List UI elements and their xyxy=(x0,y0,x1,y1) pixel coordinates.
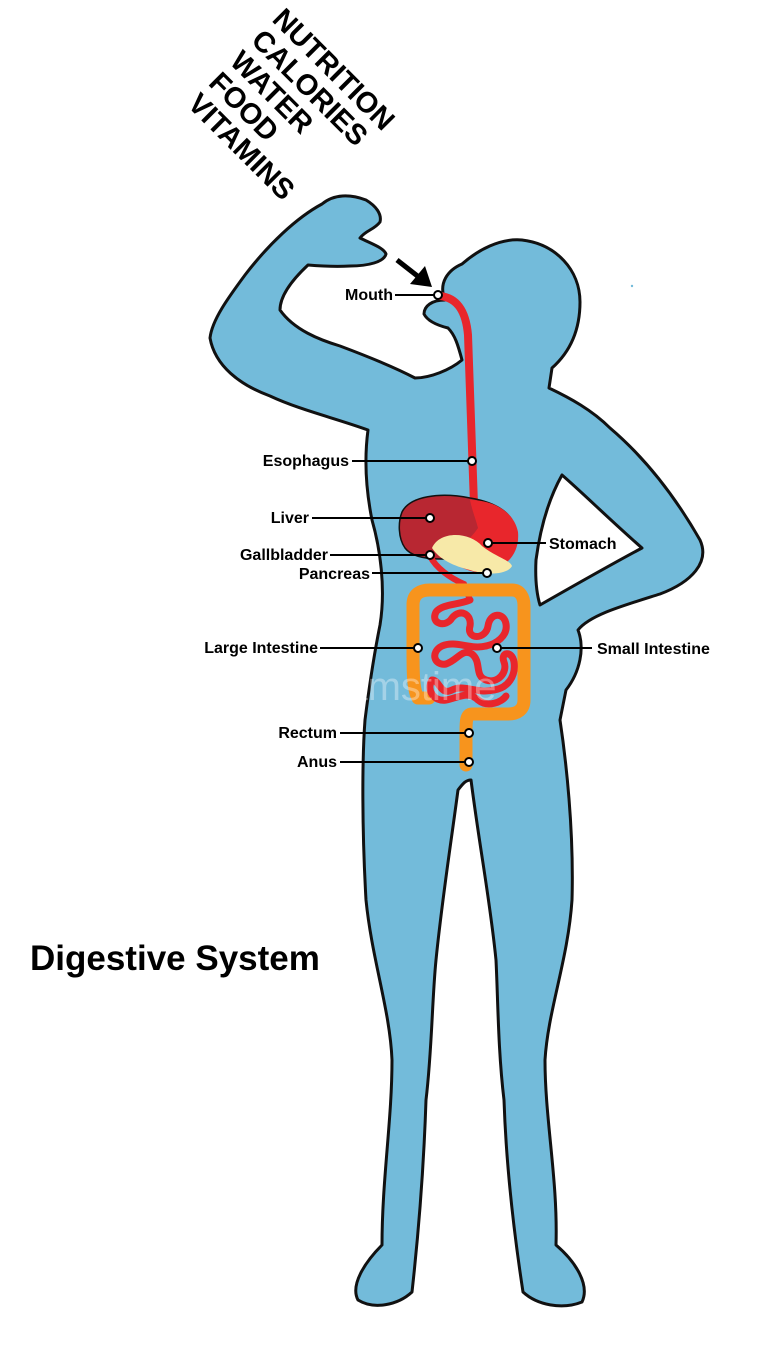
stray-dot xyxy=(630,284,634,288)
large-intestine xyxy=(406,583,531,772)
dot-small-intestine xyxy=(492,643,502,653)
dot-stomach xyxy=(483,538,493,548)
intake-words: NUTRITION CALORIES WATER FOOD VITAMINS xyxy=(181,3,400,207)
leader-lines xyxy=(312,294,592,763)
label-liver: Liver xyxy=(271,510,309,527)
dot-mouth xyxy=(433,290,443,300)
label-rectum: Rectum xyxy=(278,725,337,742)
organ-labels: Mouth Esophagus Liver Gallbladder Pancre… xyxy=(204,287,710,771)
diagram-title: Digestive System xyxy=(30,939,320,978)
pointer-dots xyxy=(413,290,502,767)
label-anus: Anus xyxy=(297,754,337,771)
body-silhouette xyxy=(208,194,705,1308)
dot-large-intestine xyxy=(413,643,423,653)
small-intestine xyxy=(426,596,518,708)
esophagus xyxy=(436,292,478,509)
label-pancreas: Pancreas xyxy=(299,566,370,583)
dot-esophagus xyxy=(467,456,477,466)
label-large-intestine: Large Intestine xyxy=(204,640,318,657)
dot-anus xyxy=(464,757,474,767)
gallbladder xyxy=(432,535,512,574)
label-mouth: Mouth xyxy=(345,287,393,304)
label-small-intestine: Small Intestine xyxy=(597,641,710,658)
dot-liver xyxy=(425,513,435,523)
dot-pancreas xyxy=(482,568,492,578)
dot-gallbladder xyxy=(425,550,435,560)
watermark: dreamstime xyxy=(288,665,497,709)
label-esophagus: Esophagus xyxy=(263,453,349,470)
arrow-into-mouth xyxy=(395,258,432,287)
label-gallbladder: Gallbladder xyxy=(240,547,328,564)
dot-rectum xyxy=(464,728,474,738)
label-stomach: Stomach xyxy=(549,536,617,553)
